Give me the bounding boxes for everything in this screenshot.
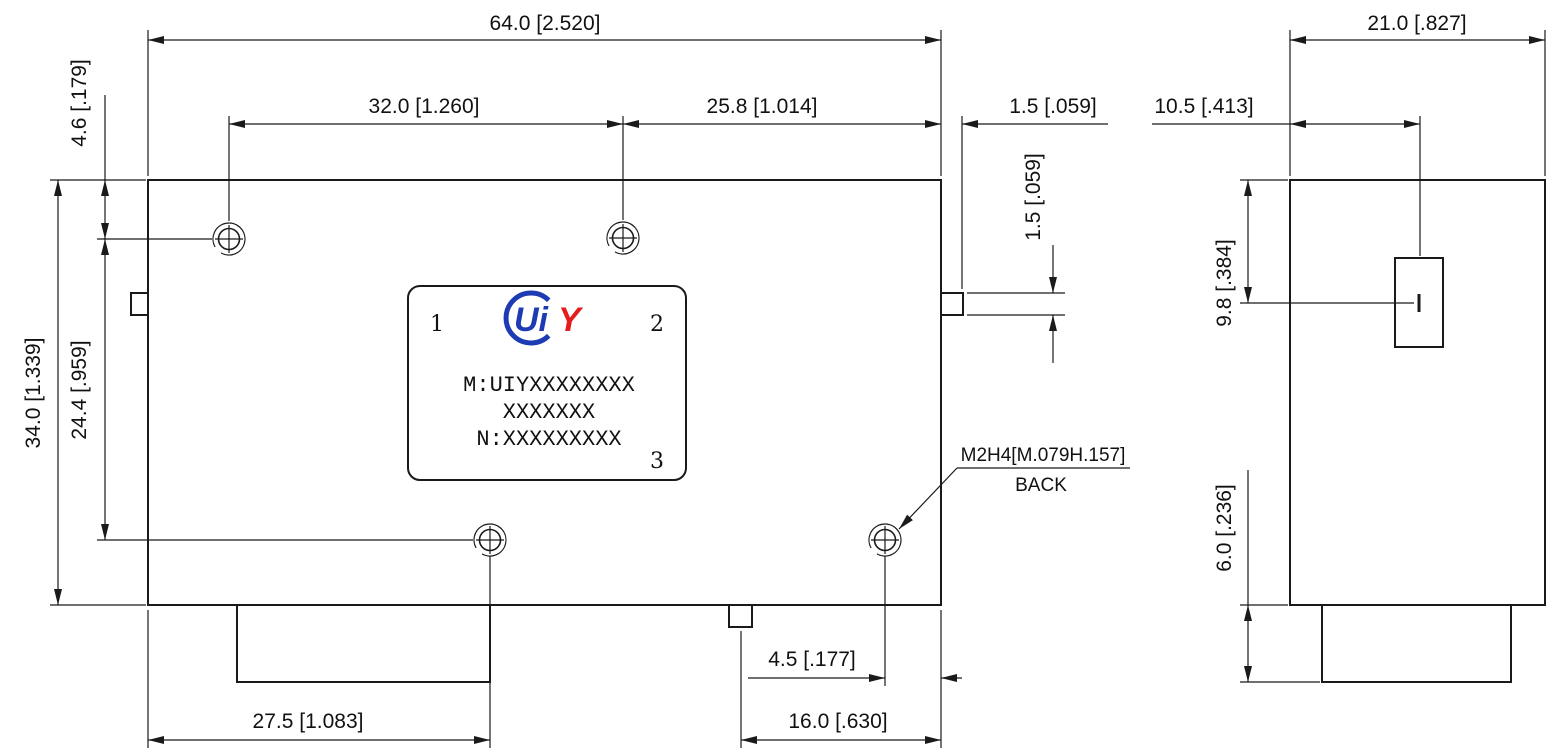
dim-tab-protrusion-label: 1.5 [.059] xyxy=(1009,95,1097,118)
dim-hole-to-right-edge: 25.8 [1.014] xyxy=(623,95,941,128)
port-number-1: 1 xyxy=(430,312,444,337)
dim-body-height: 34.0 [1.339] xyxy=(22,179,146,606)
port-number-3: 3 xyxy=(650,449,664,474)
dim-hole-from-top: 4.6 [.179] xyxy=(68,59,212,240)
dim-side-width: 21.0 [.827] xyxy=(1289,12,1546,176)
dim-hole-to-right-edge-label: 25.8 [1.014] xyxy=(707,95,818,118)
front-view-outline xyxy=(147,179,942,606)
dim-slot-from-top: 9.8 [.384] xyxy=(1213,179,1414,327)
dim-foot-height-label: 6.0 [.236] xyxy=(1213,484,1236,572)
left-tab xyxy=(130,292,149,316)
dim-top-width-label: 64.0 [2.520] xyxy=(490,12,601,35)
dim-hole-spacing-vertical: 24.4 [.959] xyxy=(68,239,473,541)
dim-foot-span: 16.0 [.630] xyxy=(740,610,942,748)
model-number-line1: M:UIYXXXXXXXX xyxy=(463,373,635,398)
label-plate: 1 2 3 Ui Y M:UIYXXXXXXXX XXXXXXX N:XXXXX… xyxy=(407,285,687,481)
bottom-connector xyxy=(236,604,491,683)
dim-tab-thickness: 1.5 [.059] xyxy=(967,153,1065,363)
dim-foot-span-label: 16.0 [.630] xyxy=(788,710,887,733)
dim-hole-spacing-vertical-label: 24.4 [.959] xyxy=(68,340,91,439)
uiy-logo: Ui Y xyxy=(503,290,584,346)
screw-hole-top-middle xyxy=(606,221,640,255)
label-plate-outline xyxy=(407,285,687,481)
screw-hole-top-left xyxy=(212,222,246,256)
dim-body-height-label: 34.0 [1.339] xyxy=(22,338,45,449)
logo-swirl-arc xyxy=(503,290,551,346)
dim-screw-to-edge-label: 4.5 [.177] xyxy=(768,648,856,671)
dim-top-width: 64.0 [2.520] xyxy=(147,12,942,176)
dim-slot-from-edge: 10.5 [.413] xyxy=(1152,95,1421,256)
serial-number-line: N:XXXXXXXXX xyxy=(476,427,621,452)
screw-face-label: BACK xyxy=(1015,475,1067,496)
dim-hole-spacing-horizontal: 32.0 [1.260] xyxy=(228,95,624,221)
screw-hole-bottom-middle xyxy=(473,523,507,557)
model-number-line2: XXXXXXX xyxy=(503,400,595,425)
screw-hole-bottom-right xyxy=(868,523,902,557)
dim-hole-spacing-horizontal-label: 32.0 [1.260] xyxy=(369,95,480,118)
screw-callout: M2H4[M.079H.157] BACK xyxy=(898,445,1130,530)
screw-spec-label: M2H4[M.079H.157] xyxy=(961,445,1126,466)
dim-connector-span-label: 27.5 [1.083] xyxy=(253,710,364,733)
dim-foot-height: 6.0 [.236] xyxy=(1213,470,1320,683)
dim-hole-from-top-label: 4.6 [.179] xyxy=(68,59,91,147)
side-view-outline xyxy=(1289,179,1546,606)
dim-tab-protrusion: 1.5 [.059] xyxy=(961,95,1108,289)
dim-connector-span: 27.5 [1.083] xyxy=(147,556,491,748)
side-view xyxy=(1289,179,1546,683)
logo-text-red: Y xyxy=(558,301,584,339)
right-tab xyxy=(940,292,964,316)
side-bottom-foot xyxy=(1321,604,1512,683)
bottom-small-tab xyxy=(728,604,753,628)
dim-slot-from-edge-label: 10.5 [.413] xyxy=(1154,95,1253,118)
dim-tab-thickness-label: 1.5 [.059] xyxy=(1022,153,1045,241)
port-number-2: 2 xyxy=(650,312,664,337)
dim-side-width-label: 21.0 [.827] xyxy=(1367,12,1466,35)
dim-slot-from-top-label: 9.8 [.384] xyxy=(1213,239,1236,327)
dim-screw-to-edge: 4.5 [.177] xyxy=(748,556,962,686)
logo-text-blue: Ui xyxy=(514,301,550,339)
